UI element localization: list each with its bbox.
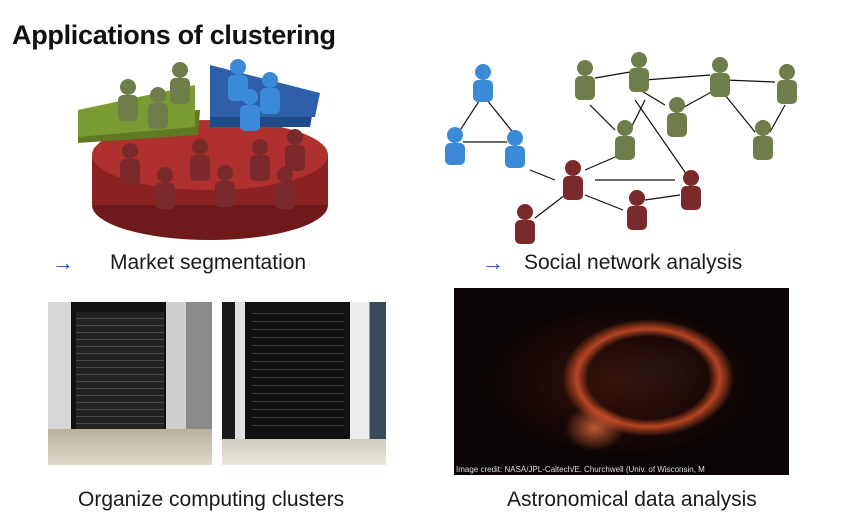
server-rack-photo-left xyxy=(48,302,212,465)
caption-social-network-analysis: Social network analysis xyxy=(524,251,743,274)
caption-market-segmentation: Market segmentation xyxy=(110,251,307,274)
caption-organize-computing-clusters: Organize computing clusters xyxy=(78,488,345,511)
social-network-graph xyxy=(445,52,797,244)
caption-astronomical-data-analysis: Astronomical data analysis xyxy=(507,488,757,511)
server-rack-photo-right xyxy=(222,302,386,465)
bullet-arrow-icon: → xyxy=(482,250,504,275)
bullet-arrow-icon: → xyxy=(52,250,74,275)
market-segmentation-pie xyxy=(78,59,328,240)
image-credit-text: Image credit: NASA/JPL-Caltech/E. Church… xyxy=(456,465,705,474)
slide-title: Applications of clustering xyxy=(12,20,336,50)
astronomy-nebula-photo: Image credit: NASA/JPL-Caltech/E. Church… xyxy=(454,288,789,475)
